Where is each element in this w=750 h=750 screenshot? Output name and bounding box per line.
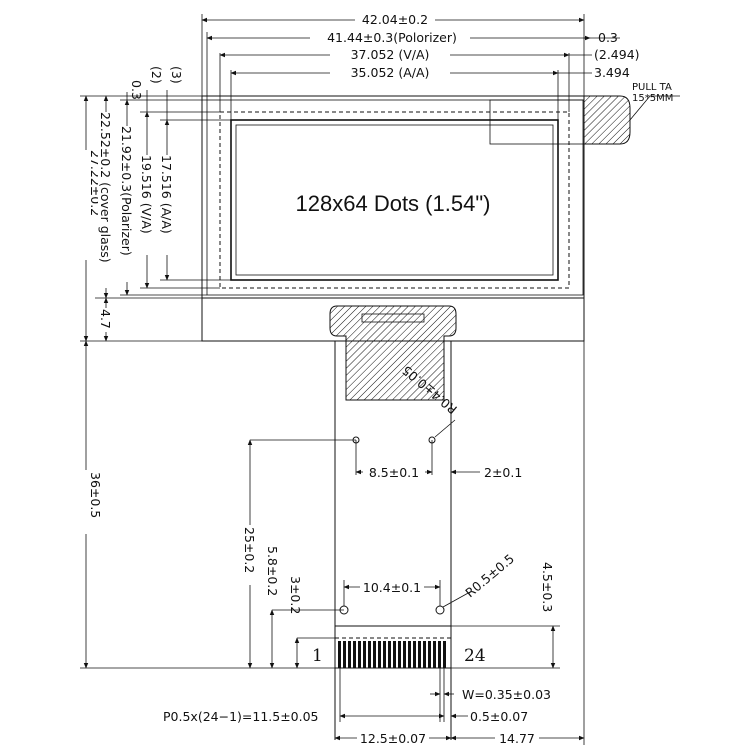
- hole-pitch-upper-label: 8.5±0.1: [369, 465, 419, 480]
- polarizer-height-label: 21.92±0.3(Polarizer): [119, 126, 134, 256]
- va-height-label: 19.516 (V/A): [139, 155, 154, 234]
- pin-edge-label: 0.5±0.07: [470, 709, 528, 724]
- pin-1-label: 1: [312, 646, 323, 666]
- fpc-length-label: 36±0.5: [88, 472, 103, 518]
- right-offset-1-label: 0.3: [598, 30, 618, 45]
- right-height-label: 4.5±0.3: [540, 562, 555, 612]
- pin-width-label: W=0.35±0.03: [462, 687, 551, 702]
- upper-holes-to-end-label: 25±0.2: [242, 527, 257, 573]
- marker-2-label: (2): [149, 66, 164, 84]
- aa-width-label: 35.052 (A/A): [351, 65, 430, 80]
- top-dimensions: 42.04±0.2 41.44±0.3(Polorizer) 0.3 37.05…: [201, 12, 640, 120]
- marker-3-label: (3): [169, 66, 184, 84]
- bottom-ledge-label: 4.7: [98, 309, 113, 329]
- pin-24-label: 24: [464, 646, 486, 666]
- aa-height-label: 17.516 (A/A): [159, 155, 174, 234]
- lcd-panel: 128x64 Dots (1.54"): [201, 95, 585, 342]
- fpc-cable: 1 24: [312, 305, 486, 740]
- right-offset-2-label: (2.494): [594, 47, 640, 62]
- overall-width-label: 42.04±0.2: [362, 12, 428, 27]
- cover-glass-height-label: 22.52±0.2 (cover glass): [98, 112, 113, 263]
- fpc-width-label: 12.5±0.07: [360, 731, 426, 746]
- radius-lower-label: R0.5±0.5: [462, 551, 517, 600]
- pitch-label: P0.5x(24−1)=11.5±0.05: [163, 709, 319, 724]
- va-width-label: 37.052 (V/A): [351, 47, 430, 62]
- contact-pins: [338, 641, 446, 668]
- display-resolution-label: 128x64 Dots (1.54"): [296, 191, 491, 216]
- fpc-right-label: 14.77: [499, 731, 535, 746]
- polarizer-width-label: 41.44±0.3(Polorizer): [327, 30, 457, 45]
- lower-holes-height-label: 5.8±0.2: [265, 546, 280, 596]
- hole-offset-upper-label: 2±0.1: [484, 465, 522, 480]
- pull-tab: PULL TA 15*5MM: [583, 82, 680, 145]
- offset-03-label: 0.3: [129, 80, 144, 100]
- pull-tab-label: PULL TA: [632, 82, 672, 93]
- hole-pitch-lower-label: 10.4±0.1: [363, 580, 421, 595]
- right-offset-3-label: 3.494: [594, 65, 630, 80]
- stiffener-height-label: 3±0.2: [288, 576, 303, 614]
- left-dimensions: 0.3 (2) (3) 27.22±0.2 22.52±0.2 (cover g…: [78, 66, 335, 669]
- pull-tab-size: 15*5MM: [632, 93, 673, 104]
- fpc-dimensions: R0.4±0.05 8.5±0.1 2±0.1 25±0.2 5.8±0.2 3…: [163, 341, 585, 746]
